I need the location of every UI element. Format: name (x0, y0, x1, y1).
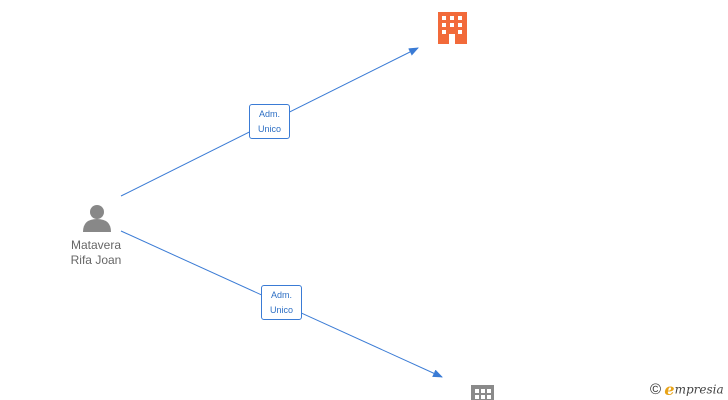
person-name-line2: Rifa Joan (70, 253, 122, 267)
person-name-line1: Matavera (70, 238, 122, 252)
role-line1: Adm. (270, 290, 292, 300)
brand-watermark: © empresia (650, 380, 724, 400)
building-icon[interactable] (471, 385, 494, 400)
person-name-label[interactable]: Matavera Rifa Joan (66, 238, 126, 268)
role-line2: Unico (269, 305, 293, 315)
role-line2: Unico (257, 124, 281, 134)
copyright-symbol: © (650, 381, 662, 398)
role-line1: Adm. (258, 109, 280, 119)
person-icon[interactable] (83, 205, 111, 232)
edge-role-label-top[interactable]: Adm. Unico (249, 104, 290, 139)
edge-role-label-bottom[interactable]: Adm. Unico (261, 285, 302, 320)
building-icon[interactable] (438, 12, 467, 44)
brand-logo-initial: e (664, 380, 675, 399)
brand-logo-text: mpresia (674, 382, 724, 397)
